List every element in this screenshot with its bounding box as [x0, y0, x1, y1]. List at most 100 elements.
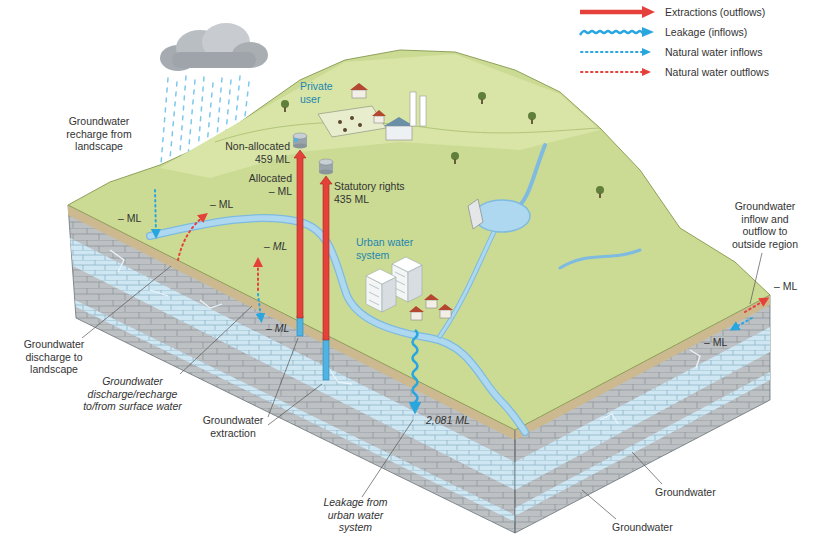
urban-buildings — [424, 294, 439, 300]
legend-sample-head — [642, 48, 651, 56]
flow-label: Groundwater discharge/recharge to/from s… — [75, 375, 190, 413]
farm — [386, 126, 412, 140]
urban-buildings — [440, 310, 451, 318]
legend-sample-line — [581, 71, 642, 73]
urban-buildings — [438, 304, 453, 310]
trees — [454, 159, 456, 164]
legend-text: Natural water outflows — [665, 66, 769, 79]
site-label: Private user — [300, 80, 346, 105]
layer-label: Groundwater — [655, 486, 716, 499]
volume-label: Non-allocated 459 ML — [218, 140, 290, 165]
natural-flows — [734, 318, 752, 328]
legend-text: Extractions (outflows) — [665, 6, 765, 19]
leakage-arrow — [413, 330, 418, 408]
farm — [338, 120, 342, 124]
volume-label: Statutory rights 435 ML — [334, 180, 416, 205]
leader-lines — [750, 253, 762, 304]
farm — [318, 106, 386, 137]
water-tanks — [319, 170, 333, 175]
natural-flows — [258, 294, 261, 318]
flow-label: Leakage from urban water system — [310, 496, 401, 534]
natural-flows — [178, 216, 204, 260]
legend-text: Leakage (inflows) — [665, 26, 747, 39]
water-tanks — [294, 138, 298, 142]
legend-sample-line — [580, 10, 644, 15]
flow-label: Groundwater recharge from landscape — [55, 115, 143, 153]
volume-label: – ML — [210, 198, 233, 211]
river — [440, 230, 495, 336]
volume-label: 2,081 ML — [426, 414, 470, 427]
trees — [599, 193, 601, 198]
farm — [343, 128, 347, 132]
river — [150, 218, 525, 432]
volume-label: – ML — [774, 280, 797, 293]
river — [150, 218, 525, 432]
legend-row: Leakage (inflows) — [578, 22, 769, 42]
volume-label: – ML — [118, 212, 141, 225]
rain-cloud — [160, 23, 268, 71]
farm — [350, 83, 368, 90]
dam-lake — [468, 199, 530, 232]
legend-sample — [578, 25, 658, 39]
leader-lines — [582, 490, 616, 519]
water-tanks — [293, 144, 307, 149]
volume-label: – ML — [704, 336, 727, 349]
rain — [169, 82, 177, 170]
urban-buildings — [411, 312, 422, 320]
trees — [531, 119, 533, 124]
leader-lines — [82, 266, 171, 338]
farm — [420, 96, 426, 126]
trees — [281, 100, 289, 108]
dam-lake — [468, 199, 483, 229]
urban-buildings — [426, 300, 437, 308]
layer-label: Groundwater — [612, 521, 673, 534]
rain-cloud — [172, 52, 256, 68]
natural-flows — [257, 262, 259, 290]
extraction-bores — [294, 150, 332, 380]
urban-buildings — [392, 257, 422, 272]
leader-lines — [268, 338, 298, 417]
farm — [384, 117, 414, 126]
volume-label: – ML — [266, 322, 289, 335]
leader-lines — [268, 384, 322, 425]
flow-label: Groundwater discharge to landscape — [14, 338, 94, 376]
trees — [481, 99, 483, 104]
legend-sample — [578, 45, 658, 59]
flow-label: Groundwater extraction — [198, 414, 268, 439]
volume-label: – ML — [264, 240, 287, 253]
site-label: Urban water system — [356, 236, 428, 261]
urban-buildings — [366, 269, 396, 284]
land-surface — [160, 54, 600, 178]
leader-lines — [362, 420, 413, 497]
extraction-bores — [294, 150, 306, 318]
river — [440, 230, 495, 336]
legend-sample-head — [642, 6, 655, 18]
legend-sample-line — [580, 31, 644, 35]
extraction-bores — [320, 176, 332, 340]
urban-buildings — [409, 306, 424, 312]
farm — [358, 123, 362, 127]
land-surface — [68, 50, 770, 430]
farm — [372, 110, 386, 116]
legend-sample-head — [642, 27, 654, 37]
river — [150, 145, 640, 432]
trees — [528, 112, 536, 120]
legend-sample-line — [581, 51, 642, 53]
rain — [160, 78, 168, 176]
trees — [451, 152, 459, 160]
leader-lines — [632, 452, 662, 484]
natural-flows — [155, 190, 765, 328]
river — [520, 145, 545, 205]
volume-label: Allocated – ML — [242, 172, 292, 197]
legend-row: Extractions (outflows) — [578, 2, 769, 22]
land-surface — [68, 50, 770, 430]
farm — [410, 92, 416, 126]
water-tanks — [319, 159, 333, 165]
legend-sample — [578, 5, 658, 19]
legend-row: Natural water outflows — [578, 62, 769, 82]
farm — [318, 83, 426, 140]
natural-flows — [155, 190, 156, 234]
natural-flows — [745, 300, 765, 312]
trees — [478, 92, 486, 100]
